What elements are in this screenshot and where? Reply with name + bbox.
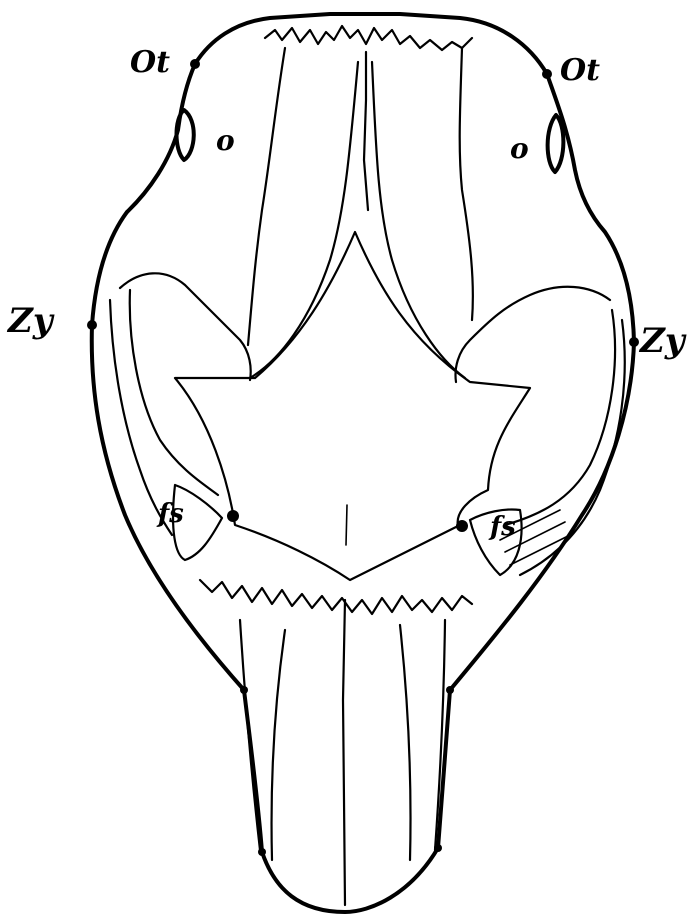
- tip-left-dot: [258, 848, 266, 856]
- central-star-opening: [175, 232, 530, 580]
- right-inner-frontal: [372, 62, 465, 378]
- label-fs-right: fs: [488, 512, 516, 542]
- fs-left-dot: [227, 510, 239, 522]
- label-zy-left: Zy: [6, 301, 55, 341]
- label-o-right: o: [510, 132, 529, 165]
- right-ear-mark: [548, 115, 564, 172]
- lower-left-dot: [240, 686, 248, 694]
- right-frontal-line: [460, 48, 473, 320]
- left-ear-mark: [177, 110, 194, 160]
- label-fs-left: fs: [156, 499, 184, 529]
- tip-right-dot: [434, 844, 442, 852]
- ot-left-dot: [190, 59, 200, 69]
- left-zygomatic-arch-inner: [130, 290, 218, 495]
- left-nasal-inner: [272, 630, 285, 860]
- median-suture-lower: [343, 600, 345, 905]
- left-zygomatic-arch-outer: [120, 273, 251, 380]
- zy-left-dot: [87, 320, 97, 330]
- skull-outline: [92, 14, 634, 912]
- lower-right-dot: [446, 686, 454, 694]
- label-zy-right: Zy: [638, 321, 687, 361]
- label-ot-left: Ot: [130, 45, 170, 80]
- right-zygomatic-arch-outer: [456, 287, 610, 382]
- fronto-nasal-suture: [200, 580, 472, 614]
- left-frontal-line: [248, 48, 285, 345]
- fs-right-dot: [456, 520, 468, 532]
- median-tick: [346, 505, 347, 545]
- label-o-left: o: [216, 124, 235, 157]
- left-inner-frontal: [250, 62, 358, 378]
- label-ot-right: Ot: [560, 53, 600, 88]
- zy-right-dot: [629, 337, 639, 347]
- ot-right-dot: [542, 69, 552, 79]
- right-nasal-inner: [400, 625, 411, 860]
- median-suture-upper: [364, 52, 368, 210]
- top-suture: [265, 26, 472, 50]
